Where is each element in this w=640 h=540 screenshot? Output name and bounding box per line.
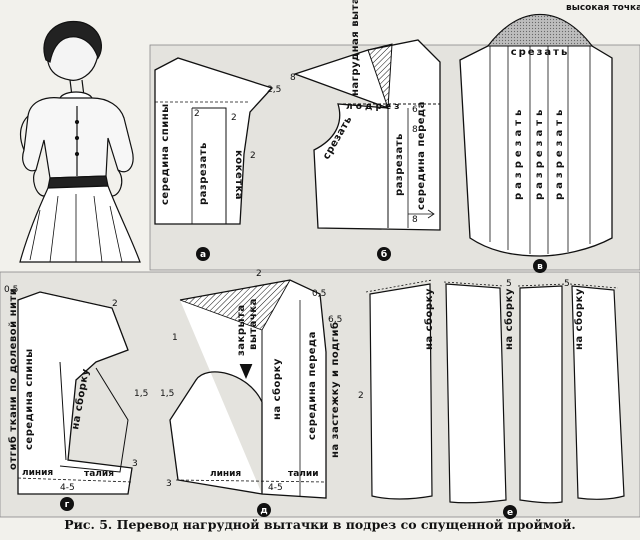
panel-v-marker	[533, 259, 547, 273]
panel-b-num-1: 8	[290, 73, 296, 83]
panel-d-mark: д	[260, 506, 267, 516]
panel-e-marker	[503, 505, 517, 519]
panel-d: вытачка закрыта на сборку середина перед…	[160, 269, 342, 517]
panel-b-dart-label: нагрудная вытачка	[350, 0, 361, 96]
panel-g-waist: талия	[84, 469, 114, 479]
panel-d-front-center: середина переда	[307, 331, 318, 440]
panel-e-gather-3: на сборку	[573, 288, 585, 350]
fashion-illustration	[19, 20, 141, 263]
panel-d-closed: закрыта	[236, 304, 247, 356]
panel-e: на сборку на сборку на сборку 2 5 5 е	[358, 279, 625, 519]
panel-a-num-4: 2	[250, 151, 256, 161]
panel-d-num-4: 1	[172, 333, 178, 343]
panel-d-marker	[257, 503, 271, 517]
panel-b-num-2: 6	[412, 105, 418, 115]
panel-g-num-4: 3	[132, 459, 138, 469]
panel-v-cut-3: разрезать	[554, 106, 565, 200]
panel-a-num-3: 2	[231, 113, 237, 123]
panel-g-back-center: середина спины	[24, 348, 35, 450]
panel-d-dart: вытачка	[248, 298, 259, 350]
panel-d-num-1: 2	[256, 269, 262, 279]
panel-e-num-2: 5	[506, 279, 512, 289]
panel-e-num-3: 5	[564, 279, 570, 289]
panel-v-mark: в	[537, 262, 543, 272]
panel-v: высокая точка срезать разрезать разрезат…	[459, 3, 640, 273]
panel-d-gather: на сборку	[271, 358, 283, 420]
panel-d-num-7: 4-5	[268, 483, 283, 493]
panel-v-cut-1: разрезать	[513, 106, 524, 200]
panel-g-num-3: 1,5	[134, 389, 148, 399]
panel-b-num-4: 8	[412, 215, 418, 225]
panel-e-gather-1: на сборку	[423, 288, 435, 350]
panel-b-num-3: 8	[412, 125, 418, 135]
panel-b-front-center: середина переда	[416, 101, 427, 210]
panel-b-mark: б	[381, 249, 387, 260]
panel-g-marker	[60, 497, 74, 511]
panel-a-num-1: 2,5	[267, 85, 281, 95]
panel-a-yoke-label: кокетка	[233, 150, 244, 200]
panel-d-num-5: 1,5	[160, 389, 174, 399]
panel-a-num-2: 2	[194, 109, 200, 119]
panel-g: отгиб ткани по долевой нити середина спи…	[4, 285, 148, 511]
figure-caption: Рис. 5. Перевод нагрудной вытачки в подр…	[64, 517, 576, 532]
panel-g-mark: г	[65, 500, 70, 510]
panel-e-gather-2: на сборку	[503, 288, 515, 350]
panel-a-marker	[196, 247, 210, 261]
panel-v-cut-off: срезать	[511, 47, 570, 58]
panel-b-cut-label: разрезать	[394, 133, 405, 196]
panel-a: 2,5 2 2 2 середина спины разрезать кокет…	[154, 57, 281, 261]
panel-a-mark: а	[200, 250, 206, 260]
panel-v-cut-2: разрезать	[534, 106, 545, 200]
panel-g-num-2: 2	[112, 299, 118, 309]
panel-g-num-1: 0,5	[4, 285, 18, 295]
panel-e-mark: е	[507, 508, 513, 518]
panel-b-line-label: л о д р е з	[346, 102, 400, 112]
panel-e-num-1: 2	[358, 391, 364, 401]
panel-v-high-point-1: высокая точка	[566, 3, 640, 13]
panel-b-marker	[377, 247, 391, 261]
panel-a-cut-label: разрезать	[198, 142, 209, 205]
panel-d-fasten: на застежку и подгиб	[329, 322, 341, 459]
panel-b: л о д р е з нагрудная вытачка срезать ра…	[290, 0, 441, 261]
panel-d-num-6: 3	[166, 479, 172, 489]
panel-a-back-center: середина спины	[160, 103, 171, 205]
panel-d-waist-line: линия	[210, 469, 241, 479]
panel-g-grain-label: отгиб ткани по долевой нити	[7, 288, 19, 470]
panel-d-waist: талии	[288, 469, 319, 479]
panel-g-waist-line: линия	[22, 468, 53, 478]
panel-d-num-2: 0,5	[312, 289, 326, 299]
panel-g-num-5: 4-5	[60, 483, 75, 493]
panel-d-num-3: 6,5	[328, 315, 342, 325]
